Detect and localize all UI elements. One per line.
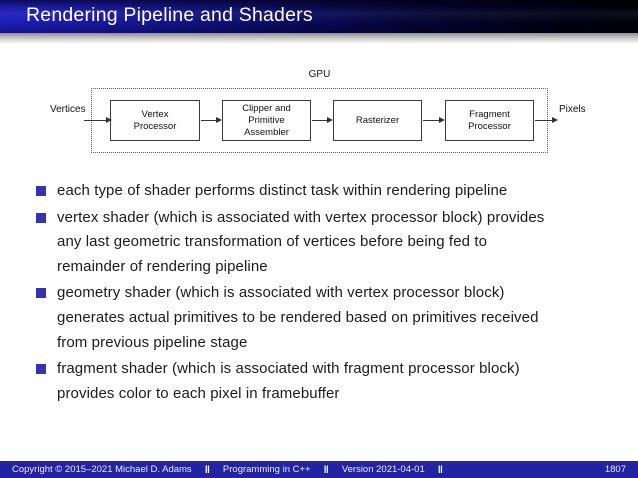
bullet-item: each type of shader performs distinct ta… xyxy=(36,179,616,204)
pipeline-box-fragment-processor: Fragment Processor xyxy=(445,100,534,141)
footer-copyright: Copyright © 2015–2021 Michael D. Adams xyxy=(12,464,192,475)
bullet-item: vertex shader (which is associated with … xyxy=(36,206,616,280)
footer-separator-icon: ‖ xyxy=(323,463,329,476)
bullet-square-icon xyxy=(36,186,46,196)
flow-arrow-icon xyxy=(535,117,558,123)
gpu-label: GPU xyxy=(308,69,331,80)
footer-separator-icon: ‖ xyxy=(204,463,210,476)
frametitle-bar: Rendering Pipeline and Shaders xyxy=(0,0,638,33)
pixels-label: Pixels xyxy=(559,104,586,115)
pipeline-box-vertex-processor: Vertex Processor xyxy=(110,100,200,141)
bullet-square-icon xyxy=(36,364,46,375)
vertices-label: Vertices xyxy=(50,104,86,115)
bullet-text: vertex shader (which is associated with … xyxy=(57,208,545,275)
footer-course: Programming in C++ xyxy=(222,464,311,475)
flow-arrow-icon xyxy=(84,117,112,123)
pipeline-box-clipper-primitive-assembler: Clipper and Primitive Assembler xyxy=(222,100,311,141)
flow-arrow-icon xyxy=(312,117,333,123)
bullet-list: each type of shader performs distinct ta… xyxy=(36,179,616,408)
footer-bar: Copyright © 2015–2021 Michael D. Adams ‖… xyxy=(0,461,638,478)
page-title: Rendering Pipeline and Shaders xyxy=(26,4,313,26)
pipeline-box-rasterizer: Rasterizer xyxy=(333,100,422,141)
footer-page-number: 1807 xyxy=(604,464,626,475)
gpu-pipeline-diagram: GPU Vertices Pixels Vertex Processor Cli… xyxy=(0,0,638,170)
footer-separator-icon: ‖ xyxy=(437,463,443,476)
flow-arrow-icon xyxy=(201,117,222,123)
bullet-square-icon xyxy=(36,288,46,299)
bullet-square-icon xyxy=(36,212,46,223)
bullet-item: fragment shader (which is associated wit… xyxy=(36,357,616,406)
bullet-text: fragment shader (which is associated wit… xyxy=(57,360,520,402)
header-shadow xyxy=(0,33,638,44)
bullet-text: geometry shader (which is associated wit… xyxy=(57,284,539,351)
flow-arrow-icon xyxy=(423,117,445,123)
bullet-text: each type of shader performs distinct ta… xyxy=(57,182,508,199)
footer-version: Version 2021-04-01 xyxy=(341,464,425,475)
bullet-item: geometry shader (which is associated wit… xyxy=(36,281,616,355)
